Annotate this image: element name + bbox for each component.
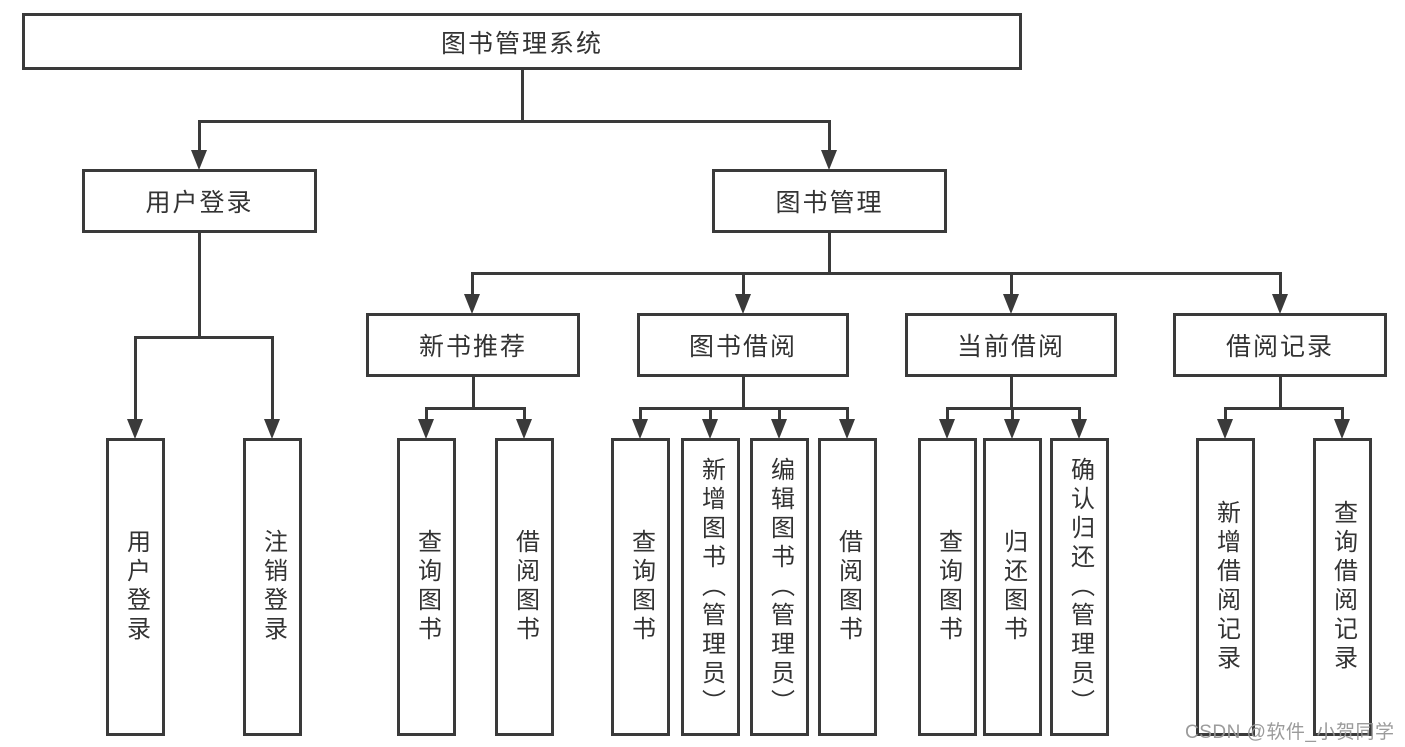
arrowhead-icon (702, 419, 718, 439)
arrowhead-icon (1272, 294, 1288, 314)
node-root-label: 图书管理系统 (440, 29, 603, 58)
leaf-borrow-add-books-admin: 新增图书（管理员） (681, 438, 740, 736)
connector-segment (133, 336, 137, 424)
leaf-recommend-borrow-books: 借阅图书 (495, 438, 554, 736)
node-new-book-recommend: 新书推荐 (366, 313, 580, 377)
connector-segment (945, 407, 949, 424)
arrowhead-icon (1003, 294, 1019, 314)
connector-segment (708, 407, 712, 424)
arrowhead-icon (516, 419, 532, 439)
connector-segment (470, 272, 1282, 275)
connector-segment (827, 120, 831, 155)
leaf-current-confirm-return-admin: 确认归还（管理员） (1050, 438, 1109, 736)
connector-segment (1009, 377, 1013, 410)
connector-segment (471, 377, 475, 410)
leaf-records-query-record: 查询借阅记录 (1313, 438, 1372, 736)
node-book-management: 图书管理 (712, 169, 947, 233)
connector-segment (1278, 272, 1282, 299)
leaf-user-login-label: 用户登录 (122, 529, 150, 645)
arrowhead-icon (821, 150, 837, 170)
leaf-records-add-record-label: 新增借阅记录 (1212, 500, 1240, 674)
node-book-management-label: 图书管理 (775, 189, 884, 217)
connector-segment (638, 407, 849, 410)
leaf-borrow-borrow-books-label: 借阅图书 (834, 529, 862, 645)
leaf-current-query-books: 查询图书 (918, 438, 977, 736)
arrowhead-icon (771, 419, 787, 439)
connector-segment (197, 120, 201, 155)
arrowhead-icon (939, 419, 955, 439)
connector-segment (777, 407, 781, 424)
node-user-login: 用户登录 (82, 169, 317, 233)
connector-segment (1340, 407, 1344, 424)
connector-segment (197, 232, 201, 339)
leaf-current-confirm-return-admin-label: 确认归还（管理员） (1066, 456, 1094, 718)
connector-segment (741, 377, 745, 410)
connector-segment (1278, 377, 1282, 410)
connector-segment (827, 232, 831, 275)
leaf-recommend-borrow-books-label: 借阅图书 (511, 529, 539, 645)
connector-segment (1077, 407, 1081, 424)
arrowhead-icon (632, 419, 648, 439)
leaf-borrow-borrow-books: 借阅图书 (818, 438, 877, 736)
leaf-records-add-record: 新增借阅记录 (1196, 438, 1255, 736)
connector-segment (1009, 272, 1013, 299)
node-current-borrow-label: 当前借阅 (956, 333, 1065, 361)
connector-segment (1010, 407, 1014, 424)
connector-segment (1223, 407, 1227, 424)
connector-segment (270, 336, 274, 424)
arrowhead-icon (1004, 419, 1020, 439)
arrowhead-icon (1217, 419, 1233, 439)
arrowhead-icon (1334, 419, 1350, 439)
connector-segment (424, 407, 526, 410)
connector-segment (133, 336, 274, 339)
leaf-logout: 注销登录 (243, 438, 302, 736)
arrowhead-icon (127, 419, 143, 439)
arrowhead-icon (1071, 419, 1087, 439)
arrowhead-icon (464, 294, 480, 314)
leaf-recommend-query-books: 查询图书 (397, 438, 456, 736)
leaf-records-query-record-label: 查询借阅记录 (1329, 500, 1357, 674)
leaf-current-query-books-label: 查询图书 (934, 529, 962, 645)
connector-segment (845, 407, 849, 424)
arrowhead-icon (191, 150, 207, 170)
leaf-borrow-add-books-admin-label: 新增图书（管理员） (697, 456, 725, 718)
leaf-borrow-edit-books-admin-label: 编辑图书（管理员） (766, 456, 794, 718)
leaf-borrow-edit-books-admin: 编辑图书（管理员） (750, 438, 809, 736)
leaf-logout-label: 注销登录 (259, 529, 287, 645)
connector-segment (520, 70, 524, 123)
node-new-book-recommend-label: 新书推荐 (418, 333, 527, 361)
connector-segment (741, 272, 745, 299)
leaf-borrow-query-books: 查询图书 (611, 438, 670, 736)
node-user-login-label: 用户登录 (145, 189, 254, 217)
node-book-borrow: 图书借阅 (637, 313, 849, 377)
node-current-borrow: 当前借阅 (905, 313, 1117, 377)
connector-segment (638, 407, 642, 424)
connector-segment (424, 407, 428, 424)
leaf-current-return-books: 归还图书 (983, 438, 1042, 736)
arrowhead-icon (735, 294, 751, 314)
node-root: 图书管理系统 (22, 13, 1022, 70)
connector-segment (522, 407, 526, 424)
leaf-current-return-books-label: 归还图书 (999, 529, 1027, 645)
leaf-user-login: 用户登录 (106, 438, 165, 736)
node-borrow-records-label: 借阅记录 (1225, 333, 1334, 361)
connector-segment (197, 120, 831, 123)
arrowhead-icon (839, 419, 855, 439)
connector-segment (1223, 407, 1344, 410)
arrowhead-icon (418, 419, 434, 439)
leaf-recommend-query-books-label: 查询图书 (413, 529, 441, 645)
watermark: CSDN @软件_小贺同学 (1185, 722, 1395, 743)
node-book-borrow-label: 图书借阅 (688, 333, 797, 361)
connector-segment (470, 272, 474, 299)
arrowhead-icon (264, 419, 280, 439)
node-borrow-records: 借阅记录 (1173, 313, 1387, 377)
leaf-borrow-query-books-label: 查询图书 (627, 529, 655, 645)
